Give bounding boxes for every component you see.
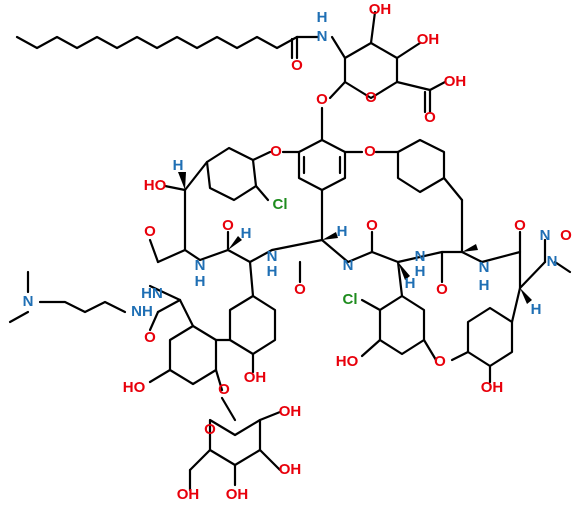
atom-label: O (204, 421, 216, 438)
atom-label: H (195, 273, 206, 290)
atom-label: Cl (343, 291, 358, 308)
atom-label: H (241, 225, 252, 242)
atom-label: N (267, 248, 278, 265)
atom-label: O (316, 91, 328, 108)
atom-label: O (144, 223, 156, 240)
atom-label: O (222, 217, 234, 234)
right-phenyl-ring (396, 138, 446, 194)
dimethylaminopropyl-chain (38, 300, 127, 314)
atom-labels: N H O OH OH O OH O O O O Cl HO H O H O H… (23, 1, 573, 503)
atom-label: N (343, 257, 354, 274)
atom-label: O (560, 227, 572, 244)
atom-label: N (23, 293, 34, 310)
atom-label: OH (481, 379, 504, 396)
atom-label: HO (144, 177, 167, 194)
atom-label: O (434, 353, 446, 370)
atom-label: OH (444, 73, 467, 90)
mannose-ring (208, 418, 262, 467)
left-chlorophenyl-ring (205, 146, 258, 202)
atom-label: O (144, 329, 156, 346)
bond-skeleton (8, 10, 572, 492)
atom-label: NH (131, 303, 153, 320)
atom-label: Cl (273, 196, 288, 213)
central-aromatic-ring (297, 138, 347, 192)
atom-label: O (294, 281, 306, 298)
lower-right-chlorophenyl-ring (378, 294, 426, 356)
lipid-chain (15, 35, 299, 50)
atom-label: OH (244, 369, 267, 386)
atom-label: H (415, 263, 426, 280)
atom-label: OH (369, 1, 392, 18)
atom-label: N (195, 257, 206, 274)
atom-label: N (547, 253, 558, 270)
lower-left-resorcinol-ring (168, 324, 218, 386)
atom-label: N (415, 248, 426, 265)
atom-label: H (337, 223, 348, 240)
stereo-wedges (178, 172, 532, 304)
atom-label: H (267, 263, 278, 280)
atom-label: H (479, 277, 490, 294)
atom-label: H (173, 157, 184, 174)
atom-label: O (218, 381, 230, 398)
peptide-backbone (183, 238, 547, 290)
atom-label: O (364, 143, 376, 160)
atom-label: OH (226, 486, 249, 503)
atom-label: O (514, 217, 526, 234)
atom-label: O (424, 109, 436, 126)
lower-right-phenol-ring (466, 306, 514, 368)
atom-label: N (317, 28, 328, 45)
atom-label: O (366, 217, 378, 234)
atom-label: OH (279, 461, 302, 478)
atom-label: H (405, 275, 416, 292)
lower-left-phenyl-ring (228, 294, 277, 356)
atom-label: HO (336, 353, 359, 370)
atom-label: HO (123, 379, 146, 396)
atom-label: O (291, 57, 303, 74)
atom-label: OH (177, 486, 200, 503)
atom-label: OH (417, 31, 440, 48)
atom-label: N (479, 259, 490, 276)
atom-label: N (540, 227, 551, 244)
atom-label: HN (141, 285, 163, 302)
atom-label: OH (279, 403, 302, 420)
atom-label: O (270, 143, 282, 160)
atom-label: H (531, 301, 542, 318)
atom-label: O (365, 89, 377, 106)
atom-label: H (317, 9, 328, 26)
atom-label: O (436, 281, 448, 298)
